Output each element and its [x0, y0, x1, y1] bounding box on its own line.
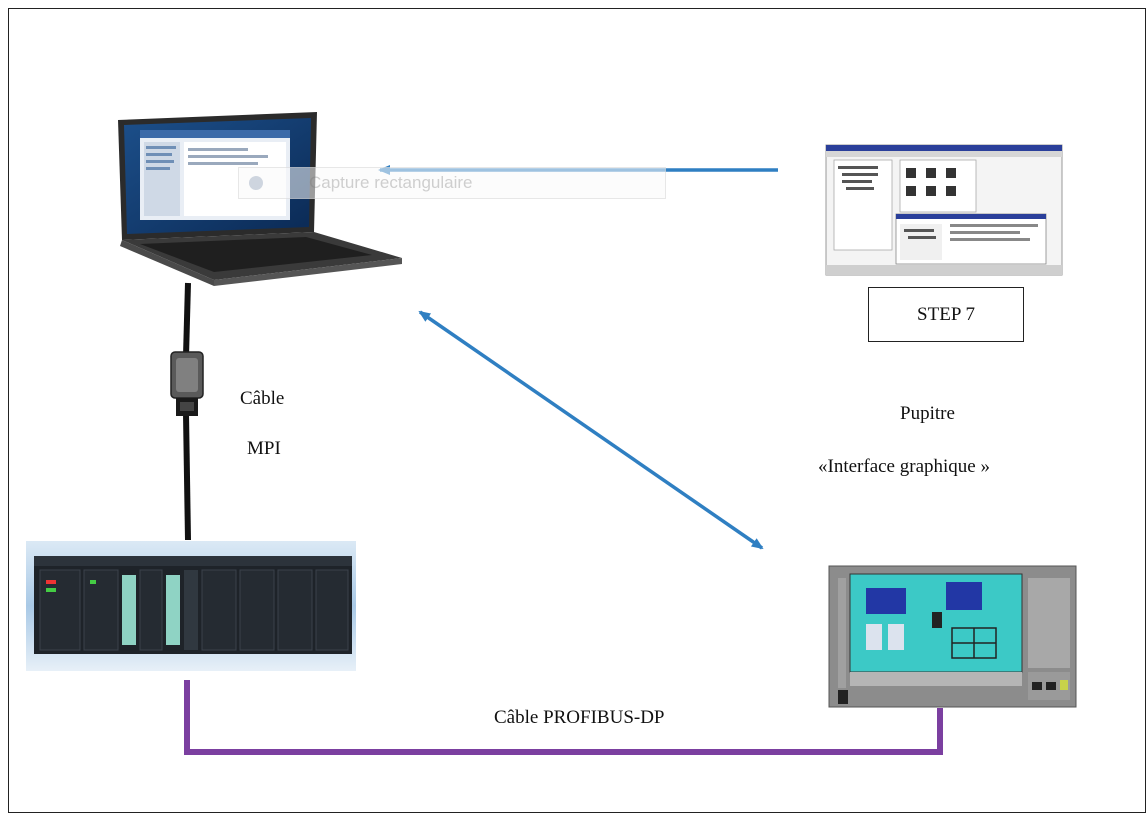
profibus-cable	[184, 680, 943, 755]
arrow-laptop-hmi	[418, 310, 764, 550]
step7-label-box: STEP 7	[868, 287, 1024, 342]
pupitre-label-line1: Pupitre	[900, 403, 955, 424]
snipping-tool-overlay: Capture rectangulaire	[238, 167, 666, 199]
laptop-icon	[118, 112, 402, 286]
hmi-panel-icon	[828, 565, 1077, 708]
step7-screenshot-icon	[825, 144, 1063, 276]
cable-profibus-label: Câble PROFIBUS-DP	[494, 707, 665, 728]
siemens-plc-rack-icon	[26, 541, 356, 671]
mpi-cable	[183, 282, 191, 541]
snip-icon	[249, 176, 263, 190]
cable-mpi-label-line2: MPI	[247, 438, 281, 459]
mpi-connector-icon	[170, 351, 204, 416]
cable-mpi-label-line1: Câble	[240, 388, 285, 409]
step7-label: STEP 7	[917, 303, 975, 325]
snip-overlay-label: Capture rectangulaire	[309, 173, 473, 192]
pupitre-label-line2: «Interface graphique »	[818, 456, 990, 477]
